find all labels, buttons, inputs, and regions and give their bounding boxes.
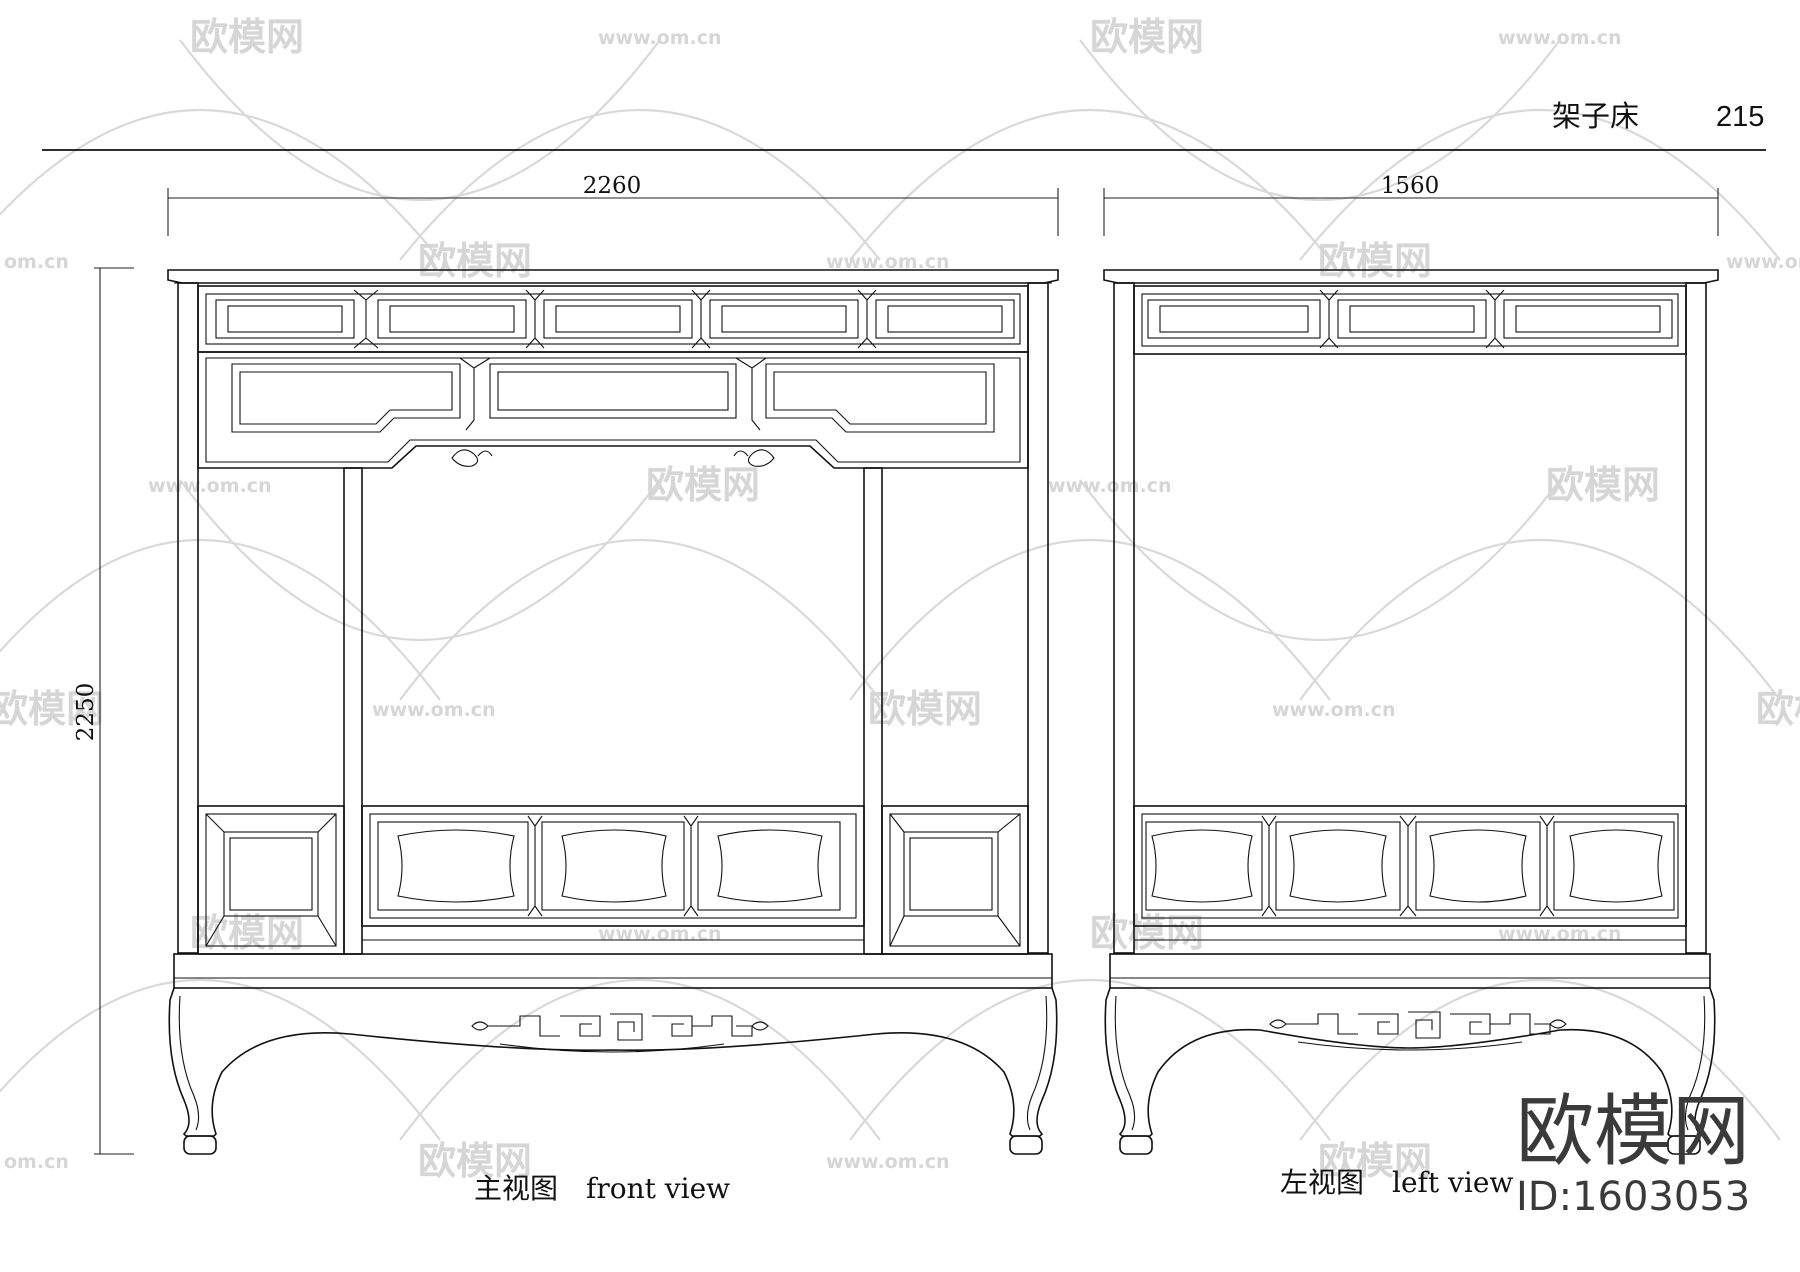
- watermark-brand: 欧模网: [1318, 239, 1432, 283]
- drawing-title: 架子床: [1552, 100, 1639, 133]
- front-view: 2260 2250: [73, 173, 1059, 1205]
- left-width-label: 1560: [1381, 173, 1440, 199]
- front-height-label: 2250: [73, 683, 99, 742]
- watermark-url-edge: www.om.cn: [1726, 251, 1800, 273]
- watermark-id-label: ID:1603053: [1516, 1174, 1750, 1220]
- front-canopy: [167, 269, 1059, 955]
- left-width-dimension: 1560: [1103, 173, 1719, 236]
- front-fret-carving: [471, 1013, 769, 1053]
- watermark-brand: 欧模网: [190, 911, 304, 955]
- watermark-brand: 欧模网: [1546, 463, 1660, 507]
- front-frieze-panels: [215, 289, 1015, 349]
- left-canopy: [1103, 269, 1719, 954]
- watermark-brand-large: 欧模网: [1516, 1087, 1750, 1177]
- watermark-url: www.om.cn: [1272, 699, 1396, 721]
- front-railing-panels: [377, 815, 841, 917]
- left-view-caption: 左视图 left view: [1280, 1166, 1513, 1199]
- front-width-dimension: 2260: [167, 173, 1059, 236]
- watermark-url-edge: om.cn: [4, 1151, 69, 1173]
- watermark-arc-pattern: [0, 39, 1781, 1141]
- left-fret-carving: [1269, 1011, 1567, 1051]
- front-lower-railing: [197, 805, 1029, 955]
- watermark-brand: 欧模网: [418, 239, 532, 283]
- watermark-brand: 欧模网: [1090, 15, 1204, 59]
- watermark-url: www.om.cn: [1498, 27, 1622, 49]
- watermark-brand: 欧模网: [190, 15, 304, 59]
- watermark-badge: 欧模网 ID:1603053: [1516, 1087, 1750, 1220]
- watermark-layer: 欧模网 www.om.cn 欧模网 www.om.cn om.cn 欧模网 ww…: [0, 15, 1800, 1183]
- watermark-brand: 欧模网: [1318, 1139, 1432, 1183]
- page-number: 215: [1716, 101, 1764, 133]
- watermark-brand: 欧模网: [646, 463, 760, 507]
- front-base: [168, 953, 1058, 1155]
- front-view-caption: 主视图 front view: [474, 1172, 730, 1205]
- left-lower-railing: [1133, 805, 1687, 955]
- watermark-brand-edge: 欧模网: [0, 687, 104, 731]
- watermark-url: www.om.cn: [598, 27, 722, 49]
- left-base: [1104, 953, 1716, 1155]
- front-width-label: 2260: [583, 173, 642, 199]
- page-header: 架子床 215: [42, 100, 1766, 151]
- left-view: 1560: [1103, 173, 1719, 1199]
- watermark-brand-edge: 欧模网: [1756, 687, 1800, 731]
- watermark-url: www.om.cn: [826, 251, 950, 273]
- front-hanging-apron: [197, 351, 1029, 469]
- front-height-dimension: 2250: [73, 267, 134, 1155]
- watermark-brand: 欧模网: [868, 687, 982, 731]
- watermark-url: www.om.cn: [826, 1151, 950, 1173]
- watermark-url-edge: om.cn: [4, 251, 69, 273]
- watermark-url: www.om.cn: [372, 699, 496, 721]
- watermark-brand: 欧模网: [418, 1139, 532, 1183]
- watermark-url: www.om.cn: [148, 475, 272, 497]
- watermark-url: www.om.cn: [1048, 475, 1172, 497]
